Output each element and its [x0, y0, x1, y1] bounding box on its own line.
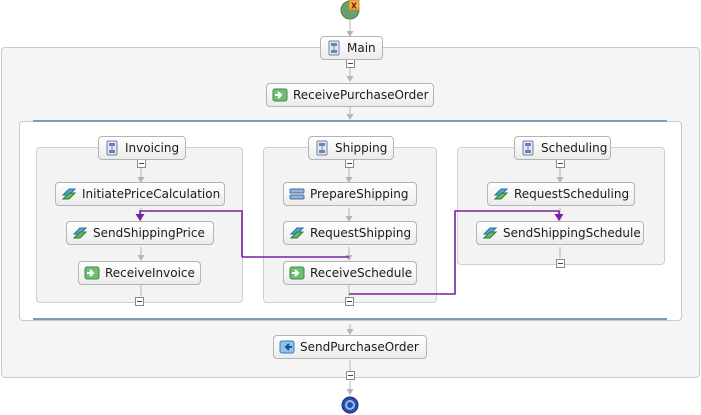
arrow-send	[346, 329, 354, 335]
shipping-sequence[interactable]: Shipping	[308, 136, 394, 160]
sequence-icon	[522, 140, 534, 156]
receive-schedule-label: ReceiveSchedule	[310, 266, 413, 280]
arrow-flow	[346, 114, 354, 120]
invoke-icon	[61, 188, 77, 200]
request-scheduling-label: RequestScheduling	[514, 187, 630, 201]
arrow-inv-1	[137, 177, 145, 183]
invoicing-expand-toggle[interactable]	[137, 159, 146, 168]
invoicing-title: Invoicing	[125, 141, 180, 155]
sync-arrow-invoicing	[135, 214, 145, 221]
sequence-icon	[316, 140, 328, 156]
reply-icon	[279, 340, 295, 354]
send-purchase-order-label: SendPurchaseOrder	[300, 340, 419, 354]
send-purchase-order-activity[interactable]: SendPurchaseOrder	[273, 335, 427, 359]
receive-icon	[272, 88, 288, 102]
receive-schedule-activity[interactable]: ReceiveSchedule	[283, 261, 417, 285]
request-shipping-activity[interactable]: RequestShipping	[283, 221, 417, 245]
scheduling-expand-toggle[interactable]	[556, 159, 565, 168]
invoke-icon	[289, 227, 305, 239]
main-sequence[interactable]: Main	[320, 36, 383, 60]
arrow-end	[346, 389, 354, 395]
end-node[interactable]	[341, 396, 359, 414]
sync-link-shipping-to-scheduling[interactable]	[349, 210, 560, 295]
arrow-inv-3	[137, 255, 145, 261]
main-sequence-label: Main	[347, 41, 376, 55]
flow-top-separator	[33, 120, 667, 122]
invoicing-sequence[interactable]: Invoicing	[98, 136, 186, 160]
request-shipping-label: RequestShipping	[310, 226, 412, 240]
prepare-shipping-activity[interactable]: PrepareShipping	[283, 182, 417, 206]
assign-icon	[289, 188, 305, 200]
send-shipping-price-label: SendShippingPrice	[93, 226, 205, 240]
start-badge: X	[351, 2, 358, 11]
arrow-ship-2	[345, 216, 353, 222]
invoke-icon	[482, 227, 498, 239]
receive-purchase-order-activity[interactable]: ReceivePurchaseOrder	[266, 83, 434, 107]
send-shipping-schedule-label: SendShippingSchedule	[503, 226, 641, 240]
receive-invoice-activity[interactable]: ReceiveInvoice	[78, 261, 201, 285]
receive-icon	[84, 266, 100, 280]
prepare-shipping-label: PrepareShipping	[310, 187, 409, 201]
invoicing-collapse-toggle[interactable]	[135, 297, 144, 306]
sequence-icon	[328, 40, 340, 56]
initiate-price-calculation-activity[interactable]: InitiatePriceCalculation	[55, 182, 225, 206]
arrow-receive	[346, 76, 354, 82]
invoke-icon	[493, 188, 509, 200]
send-shipping-schedule-activity[interactable]: SendShippingSchedule	[476, 221, 644, 245]
sequence-icon	[106, 140, 118, 156]
scheduling-title: Scheduling	[541, 141, 608, 155]
invoke-icon	[72, 227, 88, 239]
arrow-ship-1	[345, 177, 353, 183]
receive-icon	[289, 266, 305, 280]
main-collapse-toggle[interactable]	[346, 59, 355, 68]
arrow-sched-1	[556, 177, 564, 183]
flow-collapse-toggle[interactable]	[346, 371, 355, 380]
receive-invoice-label: ReceiveInvoice	[105, 266, 195, 280]
scheduling-sequence[interactable]: Scheduling	[514, 136, 611, 160]
shipping-collapse-toggle[interactable]	[345, 297, 354, 306]
shipping-title: Shipping	[335, 141, 388, 155]
flow-bottom-separator	[33, 318, 667, 320]
start-node[interactable]: X	[340, 0, 360, 20]
send-shipping-price-activity[interactable]: SendShippingPrice	[66, 221, 214, 245]
request-scheduling-activity[interactable]: RequestScheduling	[487, 182, 635, 206]
arrow-start	[346, 31, 354, 37]
shipping-expand-toggle[interactable]	[345, 159, 354, 168]
sync-arrow-scheduling	[554, 214, 564, 221]
initiate-price-calculation-label: InitiatePriceCalculation	[82, 187, 221, 201]
receive-purchase-order-label: ReceivePurchaseOrder	[293, 88, 429, 102]
scheduling-collapse-toggle[interactable]	[556, 259, 565, 268]
